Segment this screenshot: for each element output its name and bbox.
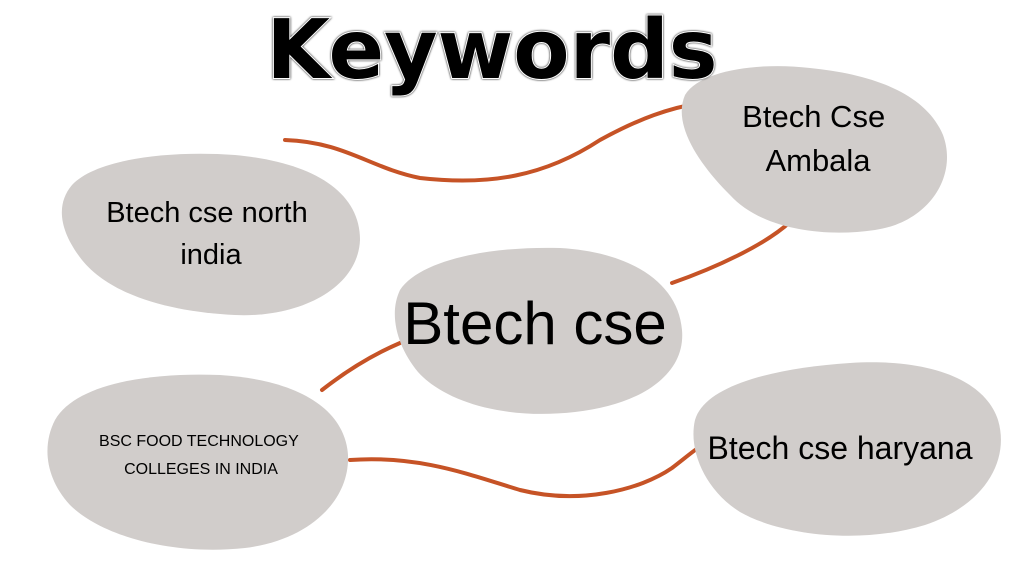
node-bottom-left-blob [47,374,349,550]
node-center-blob [394,247,683,414]
node-top-right-label: Btech Cse Ambala [742,99,894,178]
node-top-right-line-2: Ambala [765,143,871,178]
connector-lines [283,101,792,498]
node-blobs [47,66,1001,550]
node-bottom-right-blob [693,362,1001,536]
connector-bottomleft-bottomright [348,446,700,498]
node-bottom-right-label: Btech cse haryana [707,430,972,466]
node-top-left-blob [61,153,360,316]
node-top-right-blob [681,66,948,233]
connector-center-topright [670,220,792,285]
node-center-label: Btech cse [403,290,666,357]
node-bottom-left-line-1: BSC FOOD TECHNOLOGY [99,433,299,450]
slide-title: Keywords [266,3,717,98]
connector-topleft-topright [283,101,702,183]
node-top-left-line-1: Btech cse north [106,197,308,229]
node-top-right-line-1: Btech Cse [742,99,885,134]
node-bottom-left-line-2: COLLEGES IN INDIA [124,461,278,478]
node-bottom-left-label: BSC FOOD TECHNOLOGY COLLEGES IN INDIA [99,433,303,478]
connector-bottomleft-center [320,341,402,392]
node-top-left-label: Btech cse north india [106,197,316,271]
node-top-left-line-2: india [180,239,242,271]
